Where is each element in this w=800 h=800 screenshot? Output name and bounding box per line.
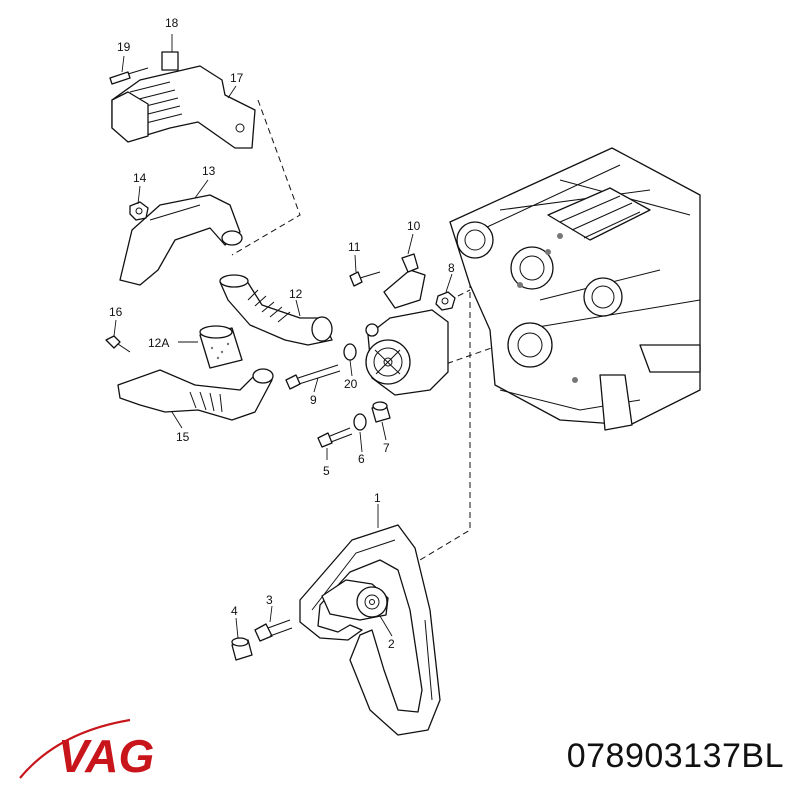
nut-8 <box>435 291 456 311</box>
callout-12A: 12A <box>148 336 169 350</box>
callout-15: 15 <box>176 430 190 444</box>
callout-19: 19 <box>117 40 131 54</box>
spacer-7 <box>371 401 391 423</box>
ribbed-belt-1 <box>299 524 441 736</box>
belt-tensioner-2 <box>321 579 389 621</box>
callout-10: 10 <box>407 219 421 233</box>
callout-12: 12 <box>289 287 303 301</box>
bolt-11 <box>349 271 381 287</box>
leader-lines <box>113 34 453 639</box>
washer-20 <box>343 343 357 361</box>
callout-18: 18 <box>165 16 179 30</box>
callout-1: 1 <box>374 491 381 505</box>
bolt-9 <box>285 364 341 390</box>
callout-4: 4 <box>231 604 238 618</box>
corrugated-hose-12 <box>219 274 333 346</box>
callout-7: 7 <box>383 441 390 455</box>
screw-19 <box>109 67 149 85</box>
engine-block <box>449 147 701 431</box>
bolt-16 <box>105 335 131 353</box>
air-pipe-13 <box>119 194 243 286</box>
callout-9: 9 <box>310 393 317 407</box>
washer-6 <box>353 413 367 431</box>
sleeve-12A <box>199 325 243 369</box>
vag-logo-text: VAG <box>58 730 154 782</box>
vag-logo: VAG <box>19 718 154 782</box>
callouts: 18 19 17 14 13 11 10 8 12 12A 16 15 9 20… <box>109 16 455 651</box>
callout-2: 2 <box>388 637 395 651</box>
callout-8: 8 <box>448 261 455 275</box>
callout-6: 6 <box>358 452 365 466</box>
callout-13: 13 <box>202 164 216 178</box>
callout-17: 17 <box>230 71 244 85</box>
pump-assembly <box>365 253 449 396</box>
cap-4 <box>231 637 253 661</box>
callout-5: 5 <box>323 464 330 478</box>
callout-14: 14 <box>133 171 147 185</box>
callout-3: 3 <box>266 593 273 607</box>
callout-20: 20 <box>344 377 358 391</box>
air-intake-duct-17 <box>111 51 256 149</box>
callout-16: 16 <box>109 305 123 319</box>
bolt-5 <box>317 427 353 448</box>
air-duct-15 <box>117 368 274 421</box>
part-number: 078903137BL <box>566 737 784 775</box>
nut-14 <box>129 201 149 221</box>
bolt-3 <box>254 619 293 642</box>
callout-11: 11 <box>348 240 361 254</box>
